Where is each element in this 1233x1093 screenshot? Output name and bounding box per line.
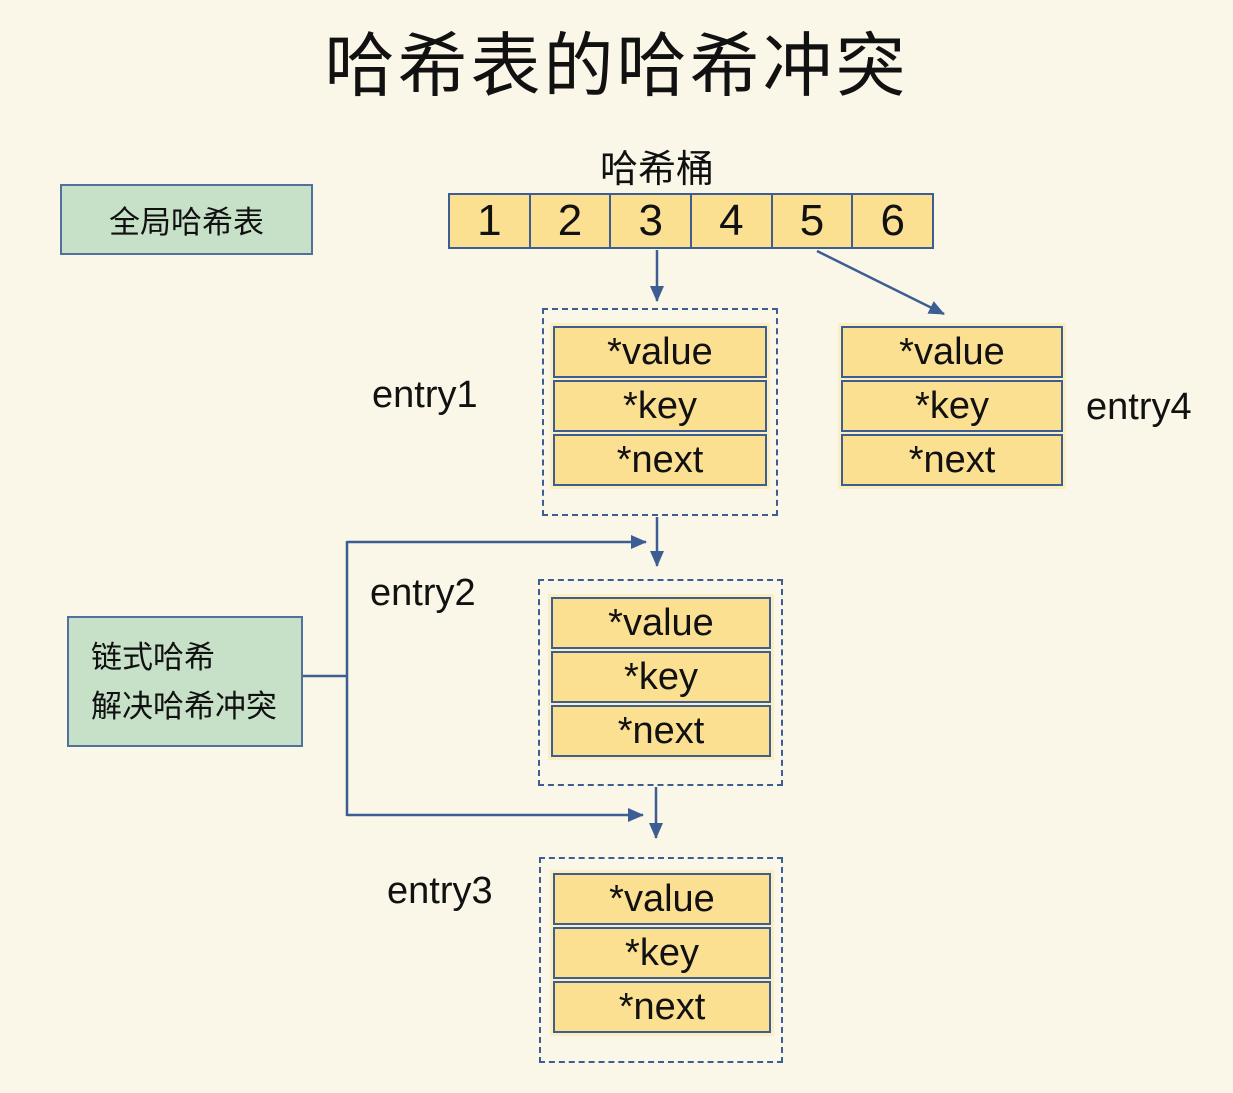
bucket-cell-1: 1 (477, 196, 502, 245)
entry1-key-cell: *key (553, 380, 767, 432)
entry1-label: entry1 (372, 374, 478, 416)
entry1-next-cell: *next (553, 434, 767, 486)
arrow-bucket5-to-entry4 (816, 249, 945, 316)
entry1-fields: *value *key *next (550, 323, 770, 489)
entry2-key-cell: *key (551, 651, 771, 703)
entry4-key-cell: *key (841, 380, 1063, 432)
diagram-title: 哈希表的哈希冲突 (324, 27, 909, 105)
entry4-fields: *value *key *next (838, 323, 1066, 489)
bucket-cell-4: 4 (690, 195, 771, 247)
entry1-node: *value *key *next (542, 308, 778, 516)
bucket-cell-6: 6 (851, 195, 932, 247)
entry3-next-cell: *next (553, 981, 771, 1033)
entry4-label: entry4 (1086, 386, 1192, 428)
entry3-fields: *value *key *next (550, 870, 774, 1036)
entry1-value-cell: *value (553, 326, 767, 378)
entry3-node: *value *key *next (539, 857, 783, 1063)
entry4-value-cell: *value (841, 326, 1063, 378)
entry3-value-cell: *value (553, 873, 771, 925)
chained-hash-line2: 解决哈希冲突 (91, 688, 277, 724)
hash-bucket-label: 哈希桶 (599, 149, 714, 191)
entry2-value-cell: *value (551, 597, 771, 649)
chained-hash-box: 链式哈希 解决哈希冲突 (67, 616, 303, 747)
global-hash-table-label: 全局哈希表 (109, 205, 264, 240)
bucket-cell-2: 2 (528, 195, 610, 247)
entry2-next-cell: *next (551, 705, 771, 757)
entry2-label: entry2 (370, 572, 476, 614)
hash-bucket-row: 1 2 3 4 5 6 (448, 193, 934, 249)
entry2-node: *value *key *next (538, 579, 783, 786)
entry3-key-cell: *key (553, 927, 771, 979)
entry3-label: entry3 (387, 870, 493, 912)
entry2-fields: *value *key *next (548, 594, 774, 760)
entry4-next-cell: *next (841, 434, 1063, 486)
bucket-cell-5: 5 (770, 195, 852, 247)
chained-hash-line1: 链式哈希 (91, 639, 215, 675)
global-hash-table-box: 全局哈希表 (60, 184, 313, 255)
bucket-cell-3: 3 (609, 195, 690, 247)
